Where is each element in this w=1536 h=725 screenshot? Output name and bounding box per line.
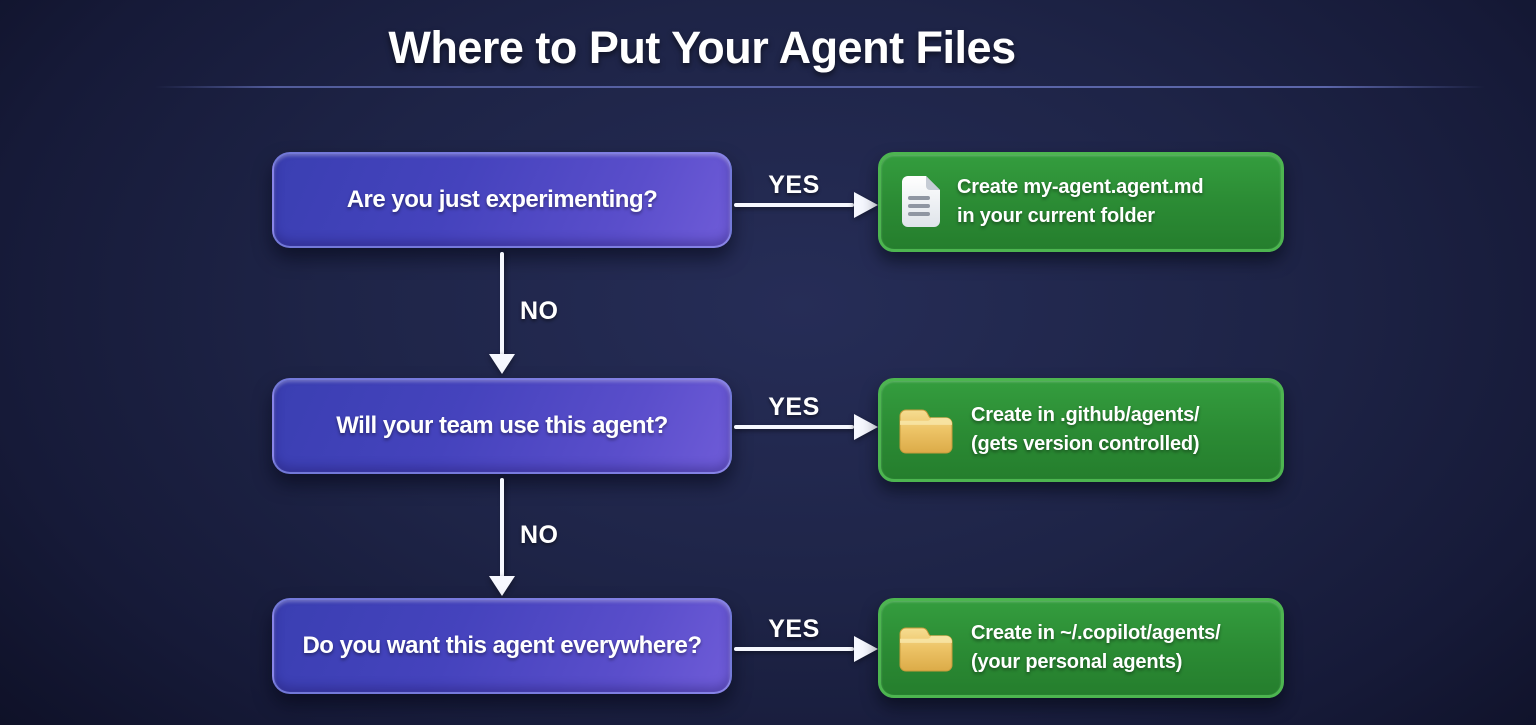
question-text: Do you want this agent everywhere? xyxy=(302,632,702,659)
question-text: Will your team use this agent? xyxy=(336,412,668,439)
arrow-head-right-icon xyxy=(854,414,878,440)
no-arrow-row1: NO xyxy=(489,252,570,374)
arrow-head-right-icon xyxy=(854,192,878,218)
no-label: NO xyxy=(520,296,559,325)
result-line2: (gets version controlled) xyxy=(971,433,1200,455)
yes-label: YES xyxy=(768,615,820,643)
title-divider xyxy=(155,86,1485,88)
result-box-copilot-agents: Create in ~/.copilot/agents/ (your perso… xyxy=(878,598,1284,698)
arrow-head-down-icon xyxy=(489,576,515,596)
result-line1: Create in ~/.copilot/agents/ xyxy=(971,622,1221,644)
arrow-head-right-icon xyxy=(854,636,878,662)
question-box-agent-everywhere: Do you want this agent everywhere? xyxy=(272,598,732,694)
result-box-github-agents: Create in .github/agents/ (gets version … xyxy=(878,378,1284,482)
no-label: NO xyxy=(520,520,559,549)
result-line1: Create in .github/agents/ xyxy=(971,404,1200,426)
result-line2: (your personal agents) xyxy=(971,651,1183,673)
no-arrow-row2: NO xyxy=(489,478,570,596)
yes-label: YES xyxy=(768,393,820,421)
folder-icon xyxy=(899,627,953,672)
result-text: Create in .github/agents/ (gets version … xyxy=(971,401,1200,459)
yes-label: YES xyxy=(768,171,820,199)
arrow-head-down-icon xyxy=(489,354,515,374)
question-box-experimenting: Are you just experimenting? xyxy=(272,152,732,248)
arrow-line xyxy=(734,203,854,207)
result-box-current-folder: Create my-agent.agent.md in your current… xyxy=(878,152,1284,252)
result-text: Create my-agent.agent.md in your current… xyxy=(957,173,1204,231)
arrow-line xyxy=(500,478,504,578)
question-text: Are you just experimenting? xyxy=(346,186,658,213)
page-title: Where to Put Your Agent Files xyxy=(388,22,1016,73)
arrow-line xyxy=(500,252,504,356)
question-box-team-use: Will your team use this agent? xyxy=(272,378,732,474)
arrow-line xyxy=(734,425,854,429)
arrow-line xyxy=(734,647,854,651)
yes-arrow-row3: YES xyxy=(734,611,878,662)
yes-arrow-row1: YES xyxy=(734,167,878,218)
document-icon xyxy=(902,176,940,227)
result-text: Create in ~/.copilot/agents/ (your perso… xyxy=(971,619,1221,677)
result-line1: Create my-agent.agent.md xyxy=(957,176,1204,198)
result-line2: in your current folder xyxy=(957,205,1155,227)
yes-arrow-row2: YES xyxy=(734,389,878,440)
folder-icon xyxy=(899,409,953,454)
